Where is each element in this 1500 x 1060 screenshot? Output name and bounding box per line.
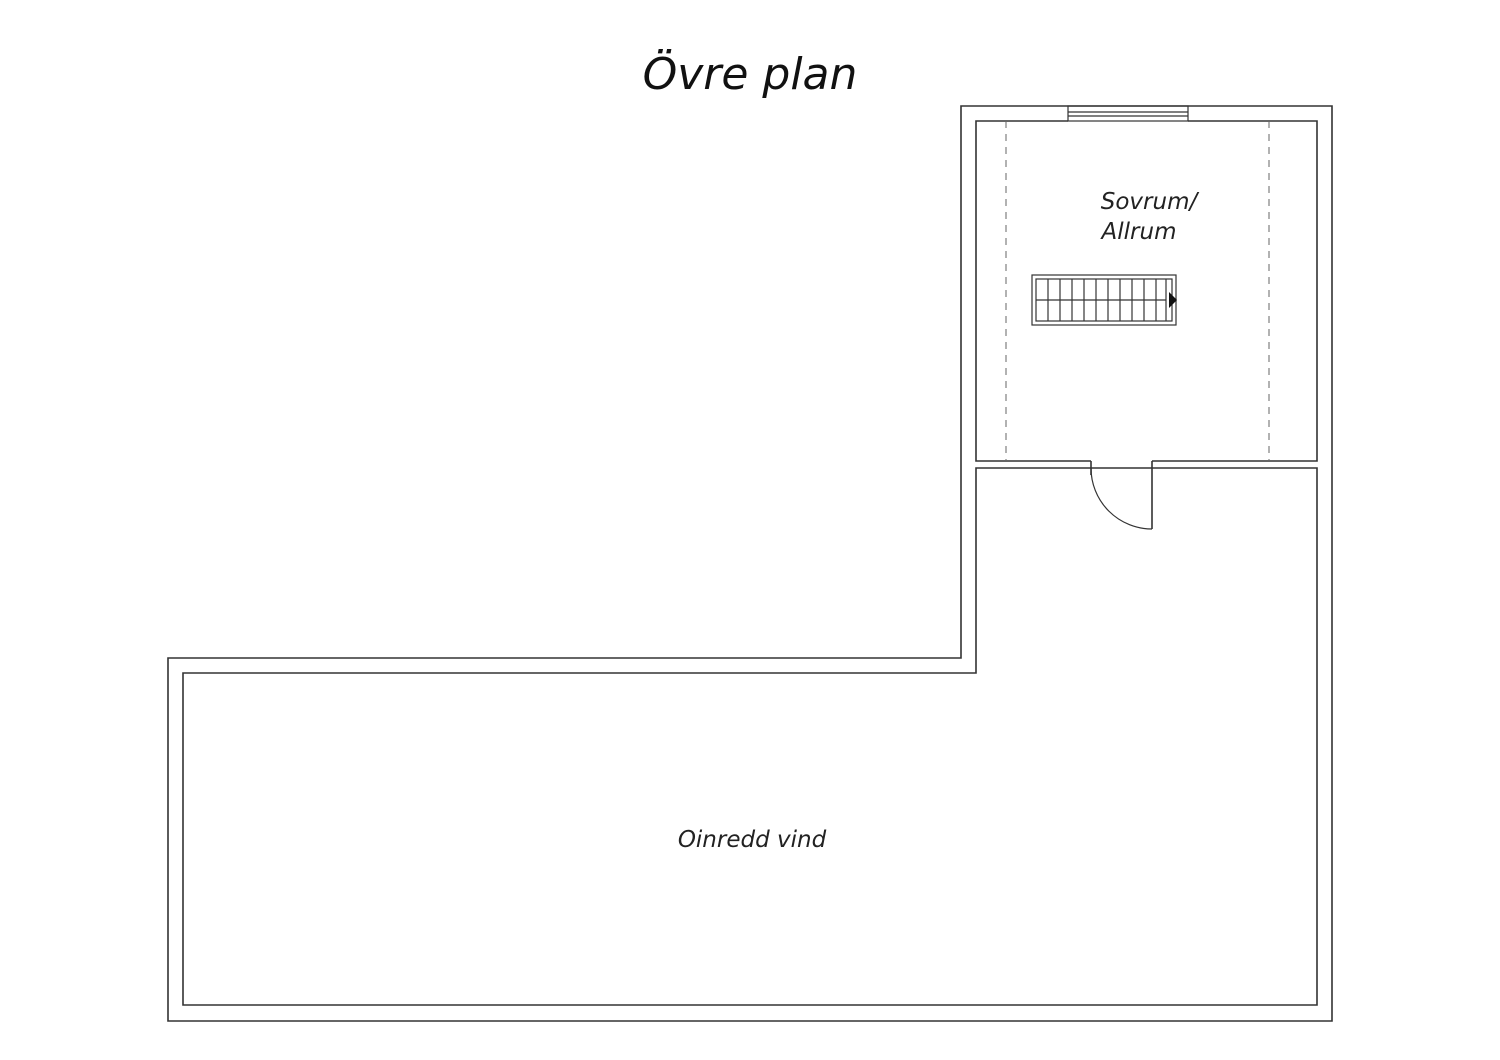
room-label-vind: Oinredd vind <box>678 827 827 853</box>
bedroom-inner-wall <box>975 120 1318 462</box>
staircase-icon <box>1031 274 1177 326</box>
door-swing-icon <box>1090 461 1153 530</box>
window-icon <box>1067 105 1189 122</box>
room-label-sovrum-line2: Allrum <box>1100 219 1177 245</box>
plan-title: Övre plan <box>643 48 858 100</box>
attic-inner-wall <box>182 467 1318 1006</box>
room-label-sovrum-line1: Sovrum/ <box>1101 189 1200 215</box>
stair-arrow-icon <box>1169 292 1177 308</box>
outer-wall <box>167 105 1333 1022</box>
